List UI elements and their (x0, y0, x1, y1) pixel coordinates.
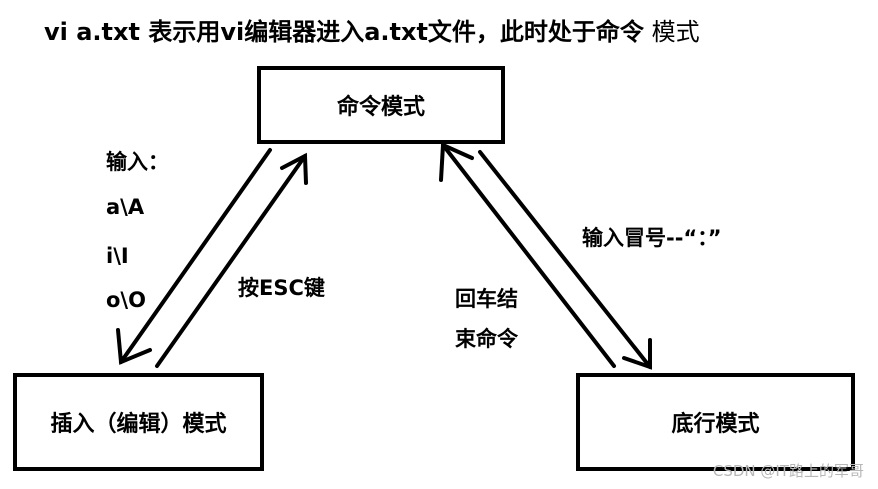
title-tail: 模式 (643, 18, 700, 46)
command-mode-box: 命令模式 (257, 66, 505, 144)
arrow-command-to-insert (116, 148, 272, 365)
input-key-o: o\O (106, 288, 146, 312)
colon-label: 输入冒号--“：” (582, 226, 722, 250)
input-key-a: a\A (106, 195, 145, 219)
insert-mode-box: 插入（编辑）模式 (13, 373, 264, 471)
diagram-title: vi a.txt 表示用vi编辑器进入a.txt文件，此时处于命令 模式 (44, 12, 700, 47)
arrow-bottom-to-command (439, 141, 616, 368)
enter-label-line1: 回车结 (455, 287, 518, 311)
input-heading: 输入： (106, 150, 169, 174)
watermark: CSDN @IT路上的军哥 (712, 462, 864, 480)
bottom-line-mode-box: 底行模式 (576, 373, 855, 471)
command-mode-label: 命令模式 (336, 95, 425, 120)
title-main: vi a.txt 表示用vi编辑器进入a.txt文件，此时处于命令 (44, 18, 644, 46)
arrow-command-to-bottom (478, 150, 652, 370)
input-key-i: i\I (106, 244, 129, 268)
insert-mode-label: 插入（编辑）模式 (50, 412, 227, 437)
enter-label-line2: 束命令 (455, 327, 518, 351)
arrow-insert-to-command (155, 152, 308, 368)
esc-label: 按ESC键 (238, 276, 325, 300)
bottom-line-mode-label: 底行模式 (671, 412, 760, 437)
